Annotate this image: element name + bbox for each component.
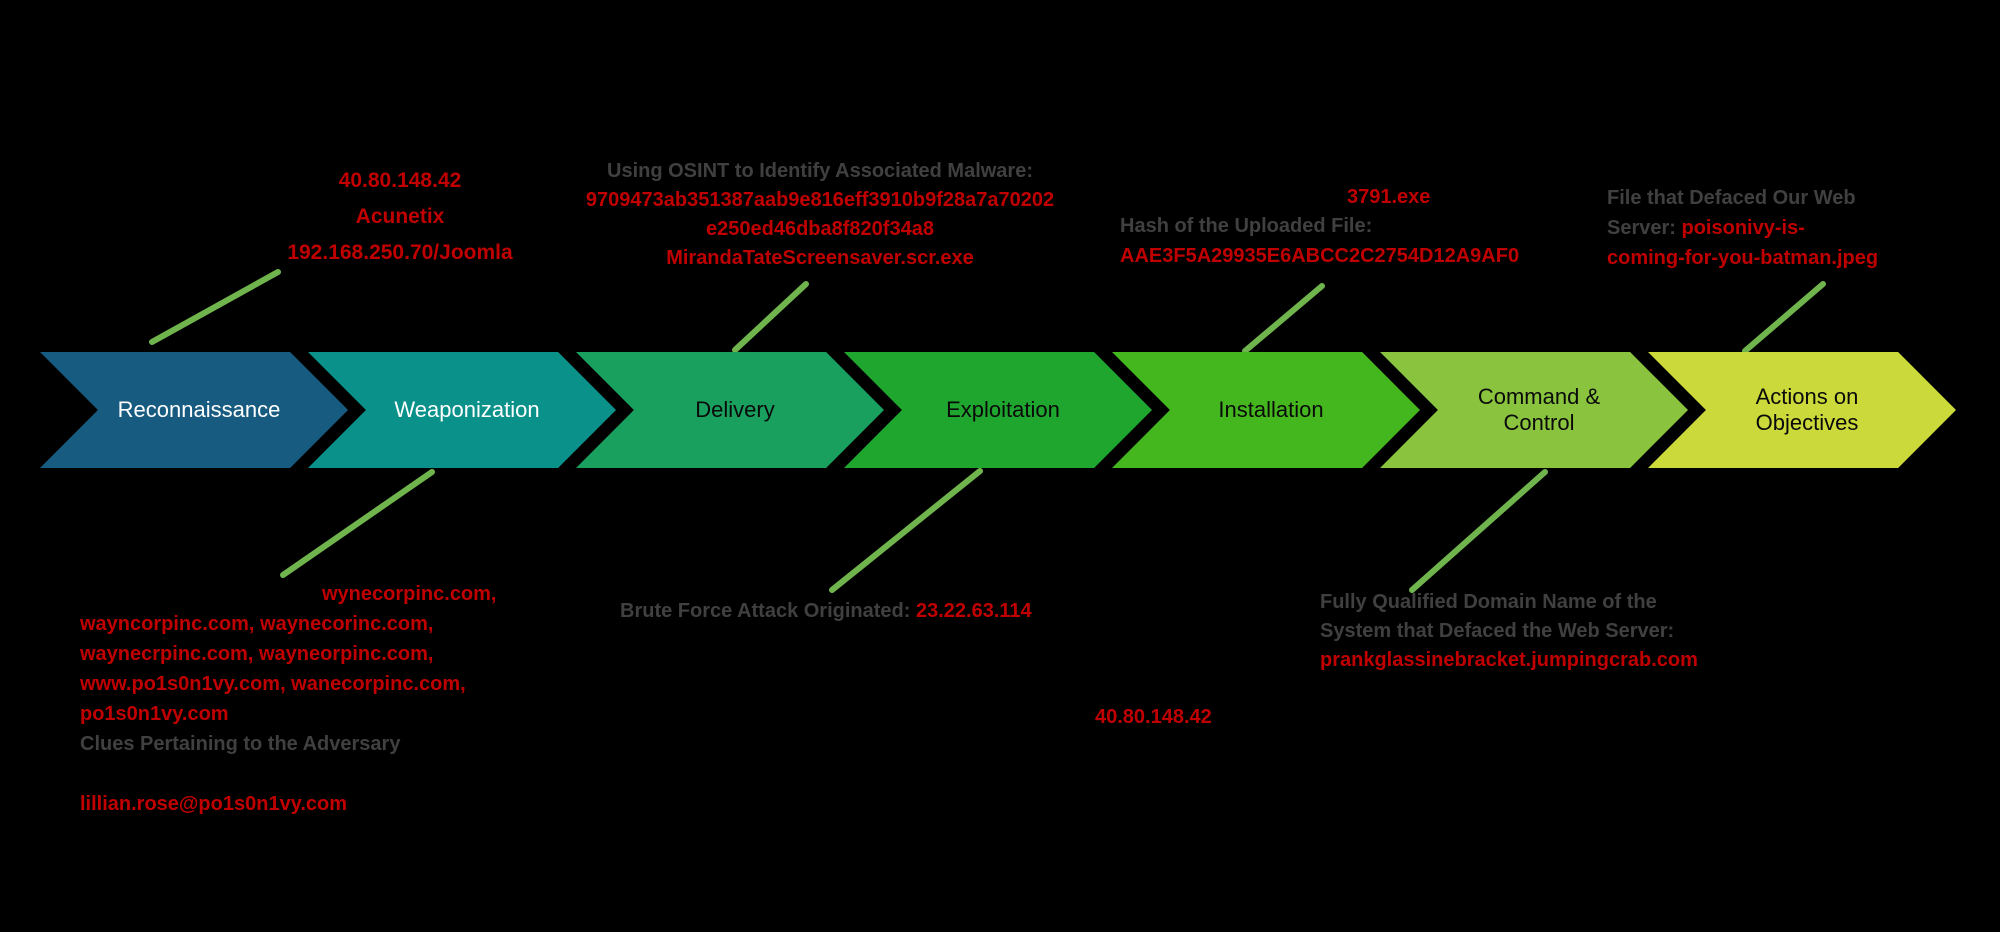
recon-ip: 40.80.148.42 [338, 169, 462, 192]
adversary-clues-note: Clues Pertaining to the Adversary [80, 733, 401, 755]
stage-label-actions-objectives: Actions on Objectives [1755, 384, 1859, 435]
stage-label-delivery: Delivery [695, 397, 775, 422]
malware-file-name: MirandaTateScreensaver.scr.exe [666, 247, 974, 269]
stage-label-exploitation: Exploitation [946, 397, 1060, 422]
uploaded-file-hash-value: AAE3F5A29935E6ABCC2C2754D12A9AF0 [1120, 245, 1520, 267]
uploaded-file-name: 3791.exe [1347, 186, 1431, 208]
recon-target-url: 192.168.250.70/Joomla [287, 241, 513, 264]
reconnaissance-annotation: 40.80.148.42 Acunetix 192.168.250.70/Joo… [270, 163, 530, 271]
stage-label-reconnaissance: Reconnaissance [117, 397, 281, 422]
malware-hash-line-2: e250ed46dba8f820f34a8 [706, 218, 934, 240]
brute-force-label: Brute Force Attack Originated: [620, 600, 916, 622]
osint-heading: Using OSINT to Identify Associated Malwa… [607, 160, 1033, 182]
fqdn-annotation: Fully Qualified Domain Name of the Syste… [1320, 588, 1720, 675]
connector-weaponization-bottom [280, 469, 435, 578]
connector-command-control-bottom [1409, 469, 1548, 593]
defaced-file-annotation: File that Defaced Our Web Server: poison… [1607, 183, 1881, 273]
stage-chevron-reconnaissance: Reconnaissance [40, 352, 348, 468]
connector-installation-top [1242, 283, 1325, 354]
defaced-file-label: File that Defaced Our Web Server: [1607, 187, 1856, 239]
adversary-domains-line: www.po1s0n1vy.com, wanecorpinc.com, [80, 673, 466, 695]
stage-label-command-control: Command & Control [1477, 384, 1601, 435]
connector-delivery-top [732, 281, 809, 353]
connector-actions-top [1742, 281, 1826, 354]
stage-label-weaponization: Weaponization [394, 397, 540, 422]
uploaded-file-hash-annotation: Hash of the Uploaded File: AAE3F5A29935E… [1120, 211, 1519, 271]
connector-exploitation-bottom [829, 468, 983, 593]
adversary-domains-line: wayncorpinc.com, waynecorinc.com, [80, 613, 434, 635]
fqdn-value: prankglassinebracket.jumpingcrab.com [1320, 649, 1698, 671]
defaced-file-value: poisonivy-is-coming-for-you-batman.jpeg [1607, 217, 1879, 269]
uploaded-file-hash-label: Hash of the Uploaded File: [1120, 215, 1373, 237]
adversary-domains-line: waynecrpinc.com, wayneorpinc.com, [80, 643, 434, 665]
adversary-domains-line: wynecorpinc.com, [322, 583, 497, 605]
adversary-email: lillian.rose@po1s0n1vy.com [80, 793, 348, 815]
adversary-domains-line: po1s0n1vy.com [80, 703, 229, 725]
malware-hash-line-1: 9709473ab351387aab9e816eff3910b9f28a7a70… [585, 189, 1055, 211]
attack-source-ip: 40.80.148.42 [1095, 706, 1212, 728]
brute-force-annotation: Brute Force Attack Originated: 23.22.63.… [620, 596, 1032, 626]
stage-label-installation: Installation [1218, 397, 1324, 422]
adversary-domains-annotation: wynecorpinc.com, wayncorpinc.com, waynec… [80, 579, 520, 819]
brute-force-source-ip: 23.22.63.114 [915, 600, 1032, 622]
fqdn-label: Fully Qualified Domain Name of the Syste… [1320, 591, 1675, 642]
connector-reconnaissance-top [149, 269, 281, 345]
recon-scanner: Acunetix [355, 205, 445, 228]
osint-malware-annotation: Using OSINT to Identify Associated Malwa… [555, 157, 1085, 273]
